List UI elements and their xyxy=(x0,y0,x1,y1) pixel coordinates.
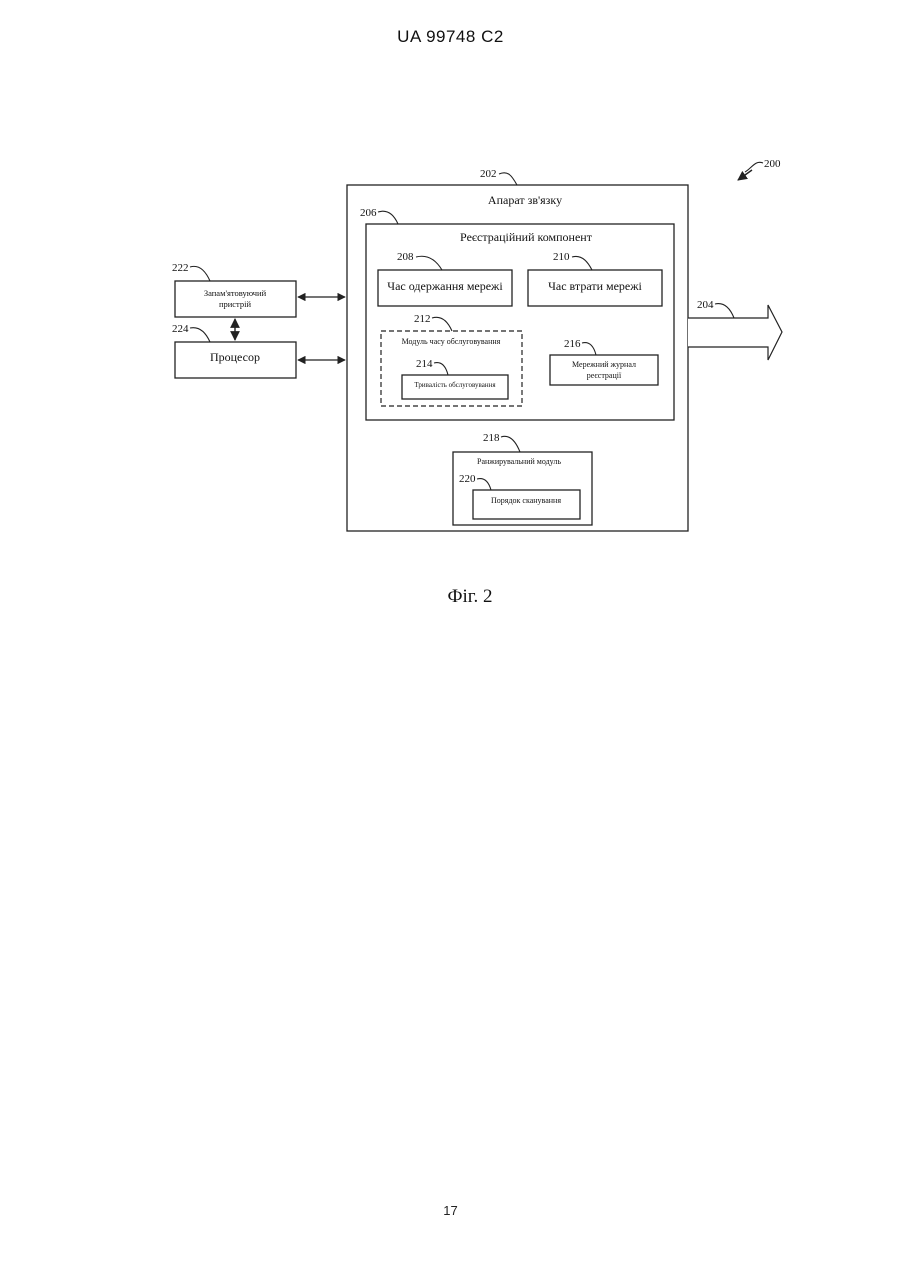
ref-216: 216 xyxy=(564,338,581,350)
processor-label: Процесор xyxy=(210,350,260,364)
ref-206: 206 xyxy=(360,207,377,219)
ref-220: 220 xyxy=(459,473,476,485)
page-number: 17 xyxy=(0,1203,901,1218)
ref-204-leader xyxy=(715,304,734,318)
ref-224-leader xyxy=(190,328,210,342)
ref-222: 222 xyxy=(172,262,189,274)
network-log-label-2: реєстрації xyxy=(587,371,622,380)
ranking-module-label: Ранжирувальний модуль xyxy=(477,457,561,466)
scan-order-label: Порядок сканування xyxy=(491,496,561,505)
comm-apparatus-label: Апарат зв'язку xyxy=(488,193,562,207)
figure-caption: Фіг. 2 xyxy=(448,586,493,607)
ref-210: 210 xyxy=(553,251,570,263)
ref-202-leader xyxy=(499,173,517,185)
service-duration-label: Тривалість обслуговування xyxy=(414,381,496,389)
acquire-time-label: Час одержання мережі xyxy=(387,279,503,293)
loss-time-label: Час втрати мережі xyxy=(548,279,642,293)
registration-component-label: Реєстраційний компонент xyxy=(460,230,593,244)
ref-208: 208 xyxy=(397,251,414,263)
ref-224: 224 xyxy=(172,323,189,335)
ref-200-leader xyxy=(745,162,763,172)
service-module-label: Модуль часу обслуговування xyxy=(402,337,501,346)
ref-214: 214 xyxy=(416,358,433,370)
ref-202: 202 xyxy=(480,168,497,180)
ref-212: 212 xyxy=(414,313,431,325)
output-arrow xyxy=(688,305,782,360)
ref-204: 204 xyxy=(697,299,714,311)
memory-label-1: Запам'ятовуючий xyxy=(204,288,267,298)
ref-200: 200 xyxy=(764,158,781,170)
ref-218: 218 xyxy=(483,432,500,444)
memory-label-2: пристрій xyxy=(219,299,252,309)
network-log-label-1: Мережний журнал xyxy=(572,360,636,369)
ref-222-leader xyxy=(190,266,210,281)
